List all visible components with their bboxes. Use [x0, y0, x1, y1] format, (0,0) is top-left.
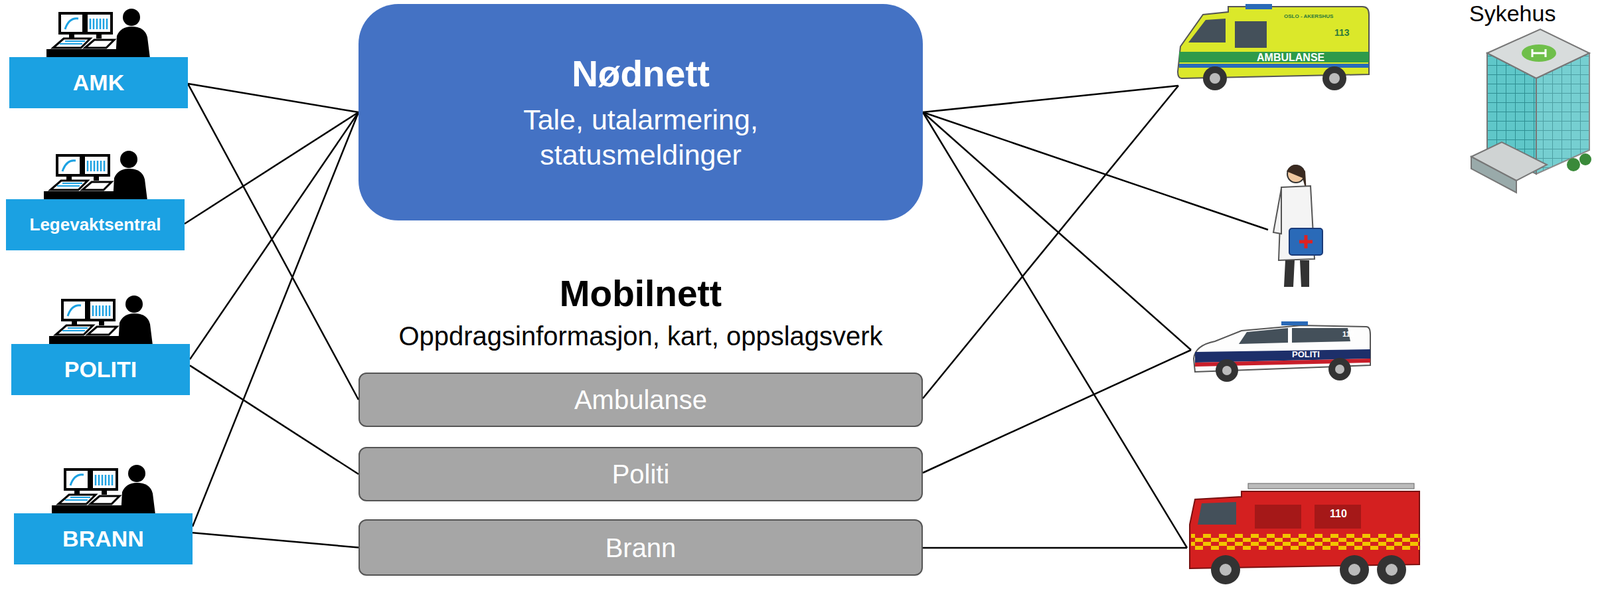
- network-bar: Brann: [358, 519, 923, 576]
- vehicle-text: OSLO - AKERSHUS: [1283, 13, 1334, 20]
- building-label: Sykehus: [1469, 1, 1556, 26]
- connector: [192, 112, 359, 527]
- police-car-illustration: [1193, 321, 1371, 382]
- section-heading: Mobilnett: [559, 273, 722, 315]
- dispatch-center: POLITI: [11, 343, 190, 396]
- dispatch-center: AMK: [9, 57, 188, 109]
- connector: [187, 83, 359, 400]
- node-title: BRANN: [62, 524, 145, 554]
- connector: [189, 365, 359, 475]
- dispatch-center: Legevaktsentral: [5, 199, 185, 251]
- network-box: NødnettTale, utalarmering, statusmelding…: [358, 3, 923, 221]
- node-title: Nødnett: [571, 51, 710, 97]
- ambulance-illustration: [1177, 3, 1369, 91]
- emergency-number: 110: [1329, 507, 1348, 520]
- node-title: Brann: [605, 531, 677, 565]
- connector: [192, 532, 359, 548]
- hospital-illustration: [1471, 29, 1592, 193]
- fire-truck-illustration: [1189, 483, 1420, 585]
- node-title: Legevaktsentral: [29, 213, 162, 236]
- node-body: Tale, utalarmering, statusmeldinger: [468, 102, 814, 174]
- vehicle-text: POLITI: [1291, 349, 1320, 360]
- node-title: POLITI: [64, 355, 138, 384]
- wires: [922, 85, 1269, 548]
- node-title: Ambulanse: [574, 383, 708, 417]
- doctor-illustration: [1273, 164, 1323, 287]
- emergency-number: 112: [1342, 329, 1355, 338]
- connector: [187, 83, 359, 113]
- vehicle-text: AMBULANSE: [1256, 51, 1325, 64]
- node-title: AMK: [73, 68, 125, 97]
- section-subtitle: Oppdragsinformasjon, kart, oppslagsverk: [398, 321, 883, 351]
- network-bar: Ambulanse: [358, 372, 923, 427]
- emergency-number: 113: [1334, 27, 1350, 38]
- connector: [184, 112, 359, 224]
- node-title: Politi: [612, 457, 670, 491]
- network-bar: Politi: [358, 446, 923, 502]
- dispatch-center: BRANN: [13, 513, 193, 565]
